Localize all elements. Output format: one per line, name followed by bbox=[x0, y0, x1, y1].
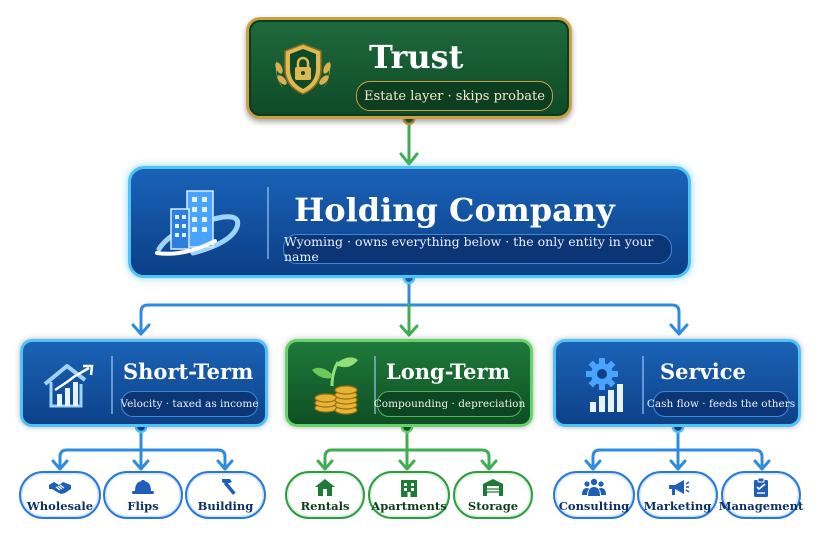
short-term-subtitle: Velocity · taxed as income bbox=[120, 391, 259, 417]
holding-divider bbox=[267, 187, 269, 259]
house-icon bbox=[315, 479, 335, 496]
holding-title: Holding Company bbox=[294, 191, 615, 229]
apartment-icon bbox=[401, 480, 417, 497]
hard-hat-icon bbox=[132, 480, 154, 494]
leaf-wholesale[interactable]: Wholesale bbox=[19, 471, 101, 519]
leaf-apartments-label: Apartments bbox=[371, 499, 447, 513]
long-term-title: Long-Term bbox=[386, 359, 510, 384]
leaf-management[interactable]: Management bbox=[718, 471, 804, 519]
leaf-rentals[interactable]: Rentals bbox=[285, 471, 365, 519]
shield-lock-icon bbox=[275, 43, 331, 95]
leaf-marketing[interactable]: Marketing bbox=[637, 471, 718, 519]
leaf-consulting-label: Consulting bbox=[558, 499, 630, 513]
service-divider bbox=[642, 356, 644, 414]
trust-title: Trust bbox=[369, 38, 464, 76]
service-node[interactable]: Service Cash flow · feeds the others bbox=[553, 339, 801, 427]
holding-subtitle: Wyoming · owns everything below · the on… bbox=[283, 234, 672, 264]
leaf-apartments[interactable]: Apartments bbox=[368, 471, 450, 519]
leaf-building-label: Building bbox=[197, 499, 254, 513]
leaf-consulting[interactable]: Consulting bbox=[553, 471, 635, 519]
clipboard-icon bbox=[754, 477, 768, 497]
long-term-divider bbox=[374, 356, 376, 414]
leaf-management-label: Management bbox=[718, 499, 804, 513]
gear-chart-icon bbox=[586, 358, 623, 412]
leaf-wholesale-label: Wholesale bbox=[26, 499, 94, 513]
service-subtitle: Cash flow · feeds the others bbox=[647, 391, 795, 417]
trust-subtitle: Estate layer · skips probate bbox=[356, 81, 553, 111]
people-icon bbox=[582, 478, 606, 496]
long-term-node[interactable]: Long-Term Compounding · depreciation bbox=[285, 339, 533, 427]
holding-company-node[interactable]: Holding Company Wyoming · owns everythin… bbox=[128, 166, 691, 278]
leaf-storage-label: Storage bbox=[467, 499, 519, 513]
long-term-subtitle: Compounding · depreciation bbox=[374, 391, 525, 417]
hammer-icon bbox=[221, 479, 236, 495]
leaf-marketing-label: Marketing bbox=[643, 499, 712, 513]
leaf-flips[interactable]: Flips bbox=[103, 471, 183, 519]
short-term-node[interactable]: Short-Term Velocity · taxed as income bbox=[20, 339, 268, 427]
leaf-rentals-label: Rentals bbox=[300, 499, 350, 513]
trust-node[interactable]: Trust Estate layer · skips probate bbox=[246, 17, 572, 119]
megaphone-icon bbox=[668, 480, 689, 495]
plant-coins-icon bbox=[312, 357, 358, 415]
service-title: Service bbox=[660, 359, 746, 384]
leaf-storage[interactable]: Storage bbox=[453, 471, 533, 519]
leaf-flips-label: Flips bbox=[127, 499, 159, 513]
handshake-icon bbox=[49, 482, 71, 494]
garage-icon bbox=[483, 479, 503, 496]
leaf-building[interactable]: Building bbox=[185, 471, 266, 519]
short-term-divider bbox=[111, 356, 113, 414]
building-icon bbox=[155, 190, 241, 256]
house-chart-icon bbox=[43, 364, 94, 408]
short-term-title: Short-Term bbox=[123, 359, 254, 384]
